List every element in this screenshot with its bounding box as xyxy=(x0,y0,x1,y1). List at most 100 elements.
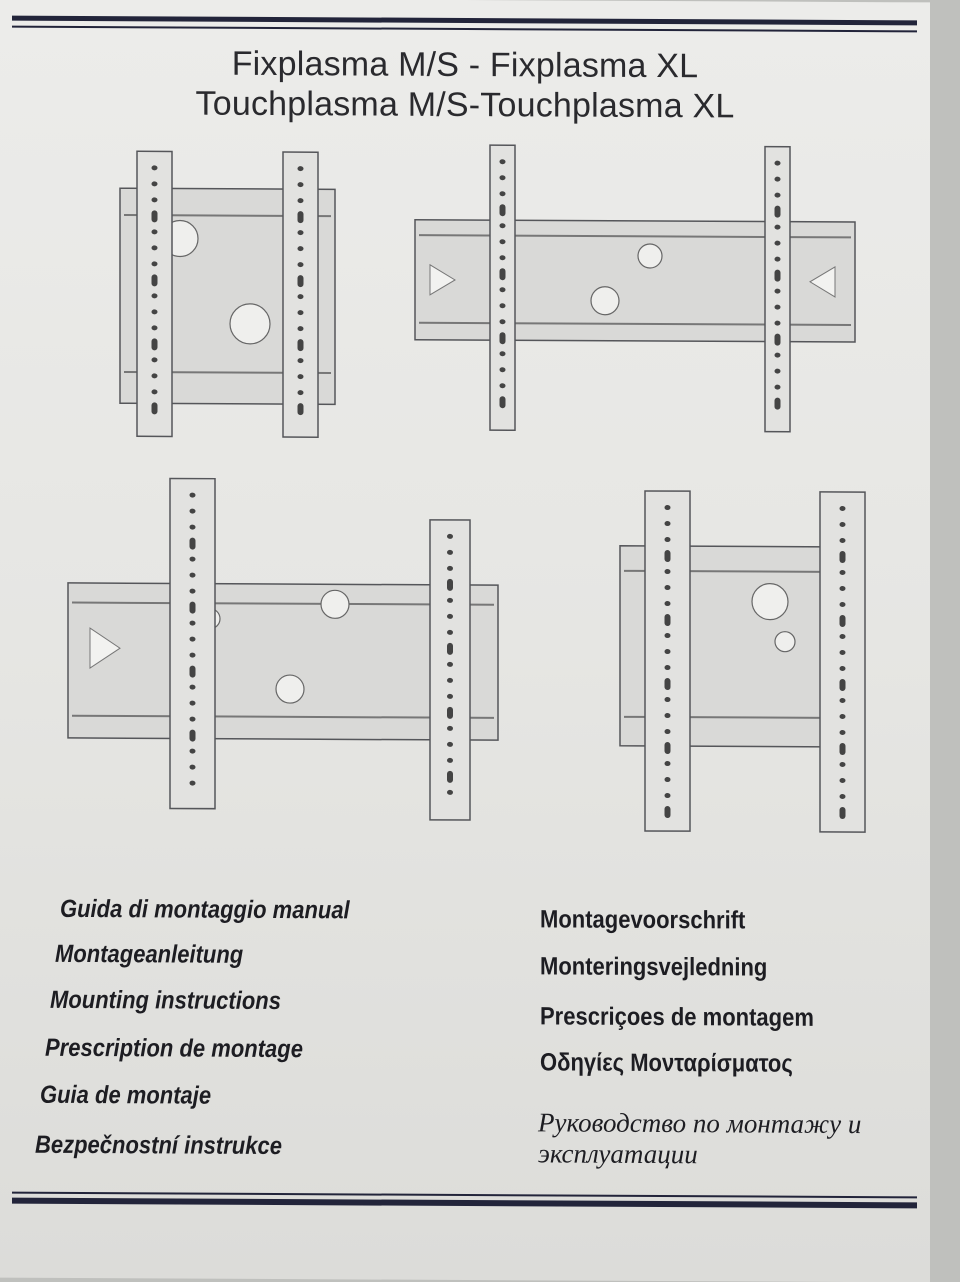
rail-slot xyxy=(839,614,846,627)
language-item-portuguese: Prescriçoes de montagem xyxy=(540,1002,814,1032)
mounting-plate xyxy=(414,218,856,343)
arrow-marker xyxy=(429,263,456,296)
rail-slot xyxy=(151,261,158,267)
rail-slot xyxy=(839,777,846,783)
rail-slot xyxy=(774,192,781,198)
rail-slot xyxy=(774,304,781,310)
rail-slot xyxy=(189,508,196,514)
rail-slot xyxy=(297,246,304,252)
language-item-italian: Guida di montaggio manual xyxy=(60,894,350,925)
rail-slot xyxy=(151,197,158,203)
plate-hole xyxy=(751,582,789,621)
rail-slot xyxy=(774,352,781,358)
plate-hole xyxy=(590,286,620,316)
rail-slot xyxy=(774,368,781,374)
language-item-russian-line-2: эксплуатации xyxy=(538,1138,698,1170)
rail-slot xyxy=(151,402,158,415)
plate-edge xyxy=(124,370,331,375)
rail-slot xyxy=(297,390,304,396)
plate-hole xyxy=(320,589,350,619)
rail-slot xyxy=(499,255,506,261)
rail-slot xyxy=(664,550,671,563)
rail-slot xyxy=(664,614,671,627)
rail-slot xyxy=(774,205,781,218)
rail-slot xyxy=(839,806,846,819)
rail-slot xyxy=(774,333,781,346)
rail-slot xyxy=(774,384,781,390)
rail-slot xyxy=(774,224,781,230)
rail-slot xyxy=(499,239,506,245)
rail-slot xyxy=(774,397,781,410)
rail-slot xyxy=(447,770,453,783)
rail-slot xyxy=(499,175,506,181)
rail-slot xyxy=(151,293,158,299)
rail-slot xyxy=(151,338,158,351)
rail-slot xyxy=(189,716,196,722)
rail-slot xyxy=(447,642,453,655)
rail-slot xyxy=(664,761,671,767)
rail-slot xyxy=(839,697,846,703)
rail-slot xyxy=(297,310,304,316)
rail-slot xyxy=(447,661,453,667)
rail-slot xyxy=(151,274,158,287)
rail-slot xyxy=(447,789,453,795)
rail-slot xyxy=(189,700,196,706)
rail-slot xyxy=(447,629,453,635)
vertical-rail xyxy=(429,519,471,821)
rail-slot xyxy=(839,505,846,511)
rail-slot xyxy=(189,492,196,498)
fixplasma-xl-bracket-image xyxy=(414,144,856,433)
rail-slot xyxy=(297,403,304,416)
rail-slot xyxy=(447,725,453,731)
rail-slot xyxy=(839,550,846,563)
rail-slot xyxy=(189,524,196,530)
rail-slot xyxy=(499,367,506,373)
rail-slot xyxy=(189,620,196,626)
rail-slot xyxy=(664,793,671,799)
language-item-french: Prescription de montage xyxy=(45,1033,303,1064)
bottom-rule-thick xyxy=(12,1197,917,1209)
top-rule-thick xyxy=(12,15,917,26)
language-item-russian-line-1: Руководство по монтажу и xyxy=(538,1107,862,1140)
rail-slot xyxy=(297,230,304,236)
rail-slot xyxy=(189,665,196,678)
rail-slot xyxy=(151,325,158,331)
plate-hole xyxy=(275,674,305,704)
touchplasma-xl-bracket-image xyxy=(67,477,499,821)
rail-slot xyxy=(447,565,453,571)
rail-slot xyxy=(189,748,196,754)
rail-slot xyxy=(839,665,846,671)
rail-slot xyxy=(664,665,671,671)
rail-slot xyxy=(151,229,158,235)
rail-slot xyxy=(189,572,196,578)
top-rule-thin xyxy=(12,25,917,33)
rail-slot xyxy=(189,780,196,786)
rail-slot xyxy=(297,166,304,172)
rail-slot xyxy=(447,533,453,539)
plate-hole xyxy=(229,303,271,345)
rail-slot xyxy=(297,275,304,288)
rail-slot xyxy=(151,309,158,315)
language-item-english: Mounting instructions xyxy=(50,985,281,1016)
rail-slot xyxy=(839,601,846,607)
rail-slot xyxy=(189,684,196,690)
rail-slot xyxy=(664,777,671,783)
plate-edge xyxy=(419,234,851,239)
rail-slot xyxy=(189,652,196,658)
rail-slot xyxy=(774,176,781,182)
rail-slot xyxy=(297,211,304,224)
rail-slot xyxy=(839,569,846,575)
rail-slot xyxy=(839,537,846,543)
rail-slot xyxy=(499,159,506,165)
rail-slot xyxy=(774,269,781,282)
rail-slot xyxy=(297,182,304,188)
rail-slot xyxy=(499,332,506,345)
language-item-german: Montageanleitung xyxy=(55,939,244,969)
rail-slot xyxy=(839,713,846,719)
language-item-spanish: Guia de montaje xyxy=(40,1080,212,1110)
rail-slot xyxy=(447,706,453,719)
rail-slot xyxy=(189,601,196,614)
rail-slot xyxy=(151,357,158,363)
rail-slot xyxy=(297,294,304,300)
rail-slot xyxy=(297,339,304,352)
